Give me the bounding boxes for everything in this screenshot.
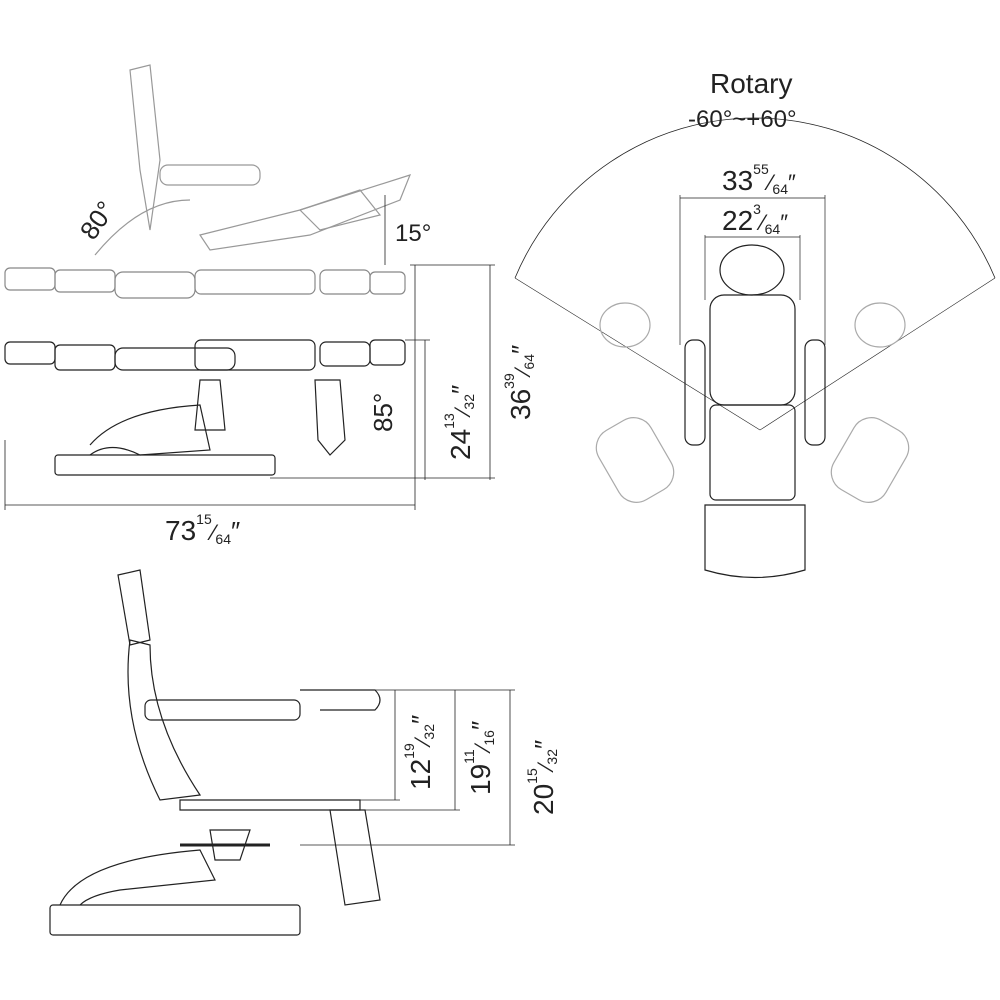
dim-whole: 22 xyxy=(722,205,754,236)
chair-side-view xyxy=(49,569,381,936)
inch-mark: ″ xyxy=(406,714,436,724)
reclined-chair-ghost xyxy=(94,64,412,256)
dim-whole: 33 xyxy=(722,165,754,196)
dim-top-width-inner: 223⁄64″ xyxy=(722,201,789,237)
legrest-angle: 15° xyxy=(395,220,432,247)
dim-arm-drop-a: 1219⁄32″ xyxy=(401,714,437,790)
dim-num: 39 xyxy=(501,373,517,389)
dim-arm-drop-c: 2015⁄32″ xyxy=(524,739,560,815)
dim-den: 32 xyxy=(544,749,560,765)
inch-mark: ″ xyxy=(780,210,789,235)
dim-den: 64 xyxy=(764,221,781,237)
dim-whole: 24 xyxy=(445,428,476,460)
dim-seat-height: 2413⁄32″ xyxy=(441,384,477,460)
dim-den: 64 xyxy=(772,181,788,197)
inch-mark: ″ xyxy=(788,170,796,195)
dim-den: 16 xyxy=(481,730,497,746)
dim-num: 11 xyxy=(461,749,477,764)
rotary-range: -60°~+60° xyxy=(688,106,797,133)
dim-slash: ⁄ xyxy=(768,170,773,195)
flat-chair-lower xyxy=(4,339,406,476)
dim-top-width-outer: 3355⁄64″ xyxy=(722,161,796,197)
dim-arm-drop-b: 1911⁄16″ xyxy=(461,720,497,795)
inch-mark: ″ xyxy=(231,516,241,546)
dim-num: 55 xyxy=(753,161,769,177)
rotary-title: Rotary xyxy=(710,68,793,99)
dim-num: 15 xyxy=(524,768,540,784)
dim-whole: 19 xyxy=(465,763,496,795)
dim-num: 15 xyxy=(196,511,212,527)
dim-whole: 73 xyxy=(165,515,197,546)
dim-whole: 12 xyxy=(405,758,436,790)
dim-total-length: 7315⁄64″ xyxy=(165,511,241,547)
dim-whole: 36 xyxy=(505,388,536,420)
inch-mark: ″ xyxy=(446,384,476,394)
dim-den: 64 xyxy=(215,531,231,547)
dim-slash: ⁄ xyxy=(760,210,765,235)
inch-mark: ″ xyxy=(466,720,496,731)
dim-num: 3 xyxy=(753,201,761,217)
dim-num: 19 xyxy=(401,743,417,759)
dim-den: 64 xyxy=(521,354,537,370)
dim-num: 13 xyxy=(441,413,457,429)
foot-angle: 85° xyxy=(368,392,398,432)
rotary-top-view xyxy=(514,117,996,579)
dim-slash: ⁄ xyxy=(211,520,216,545)
dim-den: 32 xyxy=(421,724,437,740)
dimension-lines-bottom xyxy=(300,689,515,846)
dim-den: 32 xyxy=(461,394,477,410)
dimension-lines-side xyxy=(4,195,495,510)
flat-chair-upper xyxy=(4,267,406,299)
inch-mark: ″ xyxy=(529,739,559,749)
dim-max-height: 3639⁄64″ xyxy=(501,344,537,420)
dim-whole: 20 xyxy=(528,783,559,815)
inch-mark: ″ xyxy=(506,344,536,354)
